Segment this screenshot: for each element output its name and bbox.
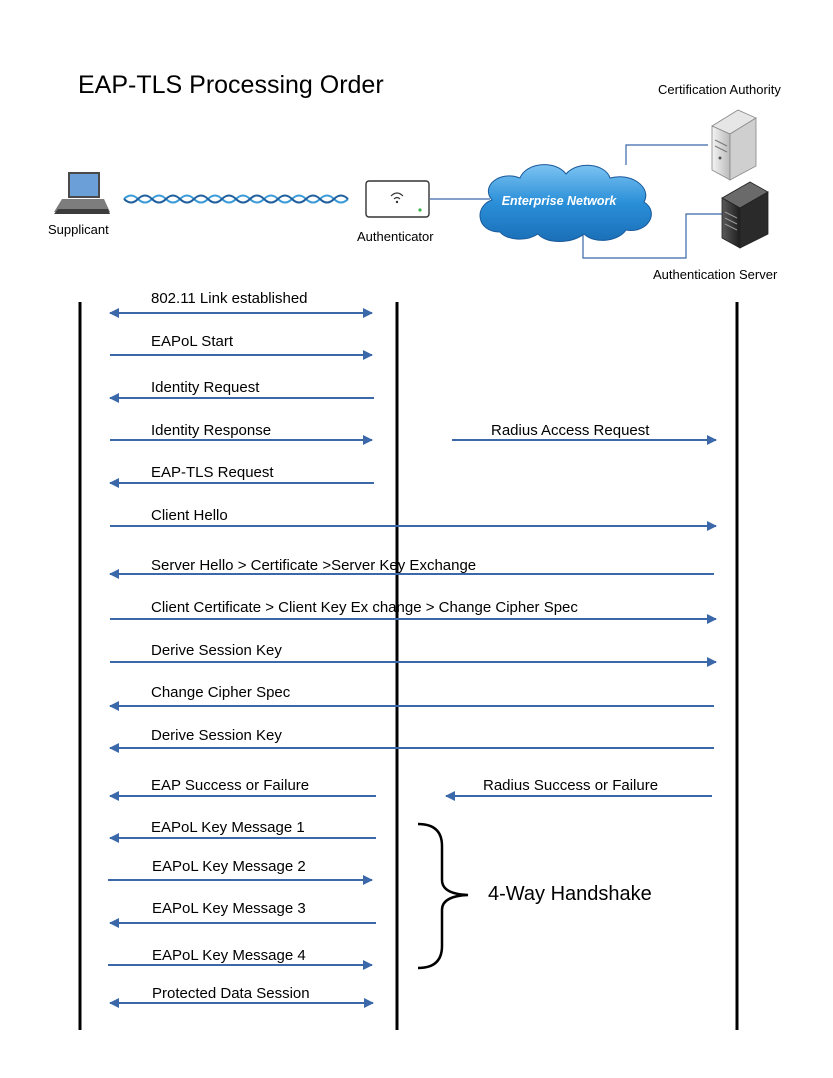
access-point-icon — [365, 180, 430, 218]
message-arrows — [108, 308, 717, 1008]
message-label: Radius Access Request — [491, 422, 650, 439]
certification-authority-label: Certification Authority — [658, 82, 781, 97]
network-label: Enterprise Network — [502, 194, 618, 208]
message-label: Derive Session Key — [151, 642, 282, 659]
message-label: Server Hello > Certificate >Server Key E… — [151, 557, 477, 574]
message-label: EAP Success or Failure — [151, 777, 310, 794]
message-label: EAPoL Start — [151, 333, 233, 350]
message-label: EAPoL Key Message 4 — [152, 947, 306, 964]
message-label: Client Certificate > Client Key Ex chang… — [151, 599, 578, 616]
message-label: 802.11 Link established — [151, 290, 308, 307]
message-label: EAPoL Key Message 1 — [151, 819, 305, 836]
message-label: Derive Session Key — [151, 727, 282, 744]
supplicant-label: Supplicant — [48, 222, 109, 237]
wireless-signal-icon — [123, 194, 349, 204]
message-label: Protected Data Session — [152, 985, 310, 1002]
laptop-icon — [54, 172, 110, 214]
message-label: Radius Success or Failure — [483, 777, 659, 794]
message-label: EAPoL Key Message 2 — [152, 858, 306, 875]
server-tower-icon — [721, 181, 769, 249]
message-label: Identity Request — [151, 379, 260, 396]
authenticator-label: Authenticator — [357, 229, 434, 244]
message-label: Client Hello — [151, 507, 228, 524]
message-label: EAPoL Key Message 3 — [152, 900, 306, 917]
authentication-server-label: Authentication Server — [653, 267, 778, 282]
handshake-label: 4-Way Handshake — [488, 883, 652, 905]
diagram-title: EAP-TLS Processing Order — [78, 71, 384, 99]
cloud-icon — [479, 164, 652, 242]
handshake-brace — [417, 822, 469, 970]
message-label: Identity Response — [151, 422, 272, 439]
message-label: EAP-TLS Request — [151, 464, 274, 481]
message-label: Change Cipher Spec — [151, 684, 291, 701]
network-links — [430, 144, 722, 259]
server-tower-icon — [711, 109, 757, 181]
